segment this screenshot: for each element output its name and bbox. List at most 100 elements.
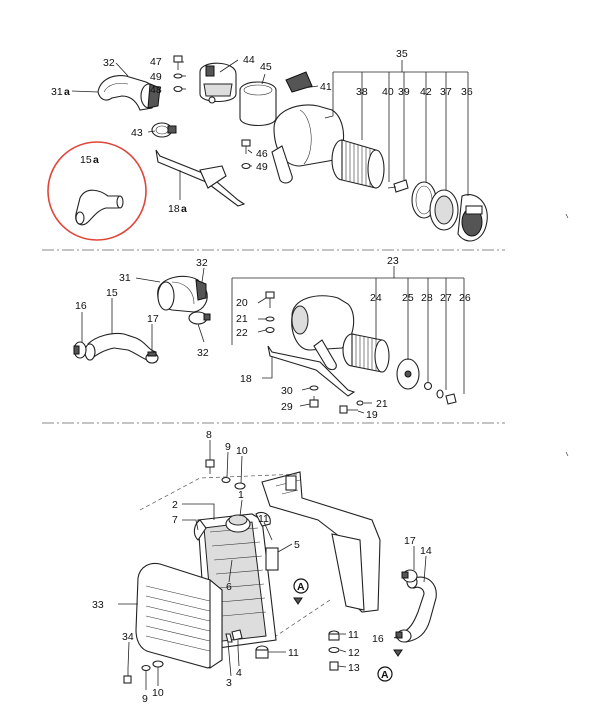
svg-text:A: A bbox=[381, 669, 389, 681]
part-filter-element-24 bbox=[342, 333, 390, 373]
callout-3: 3 bbox=[226, 677, 232, 689]
part-elbow-hose-32 bbox=[97, 75, 161, 111]
callout-10-upper: 10 bbox=[236, 445, 248, 457]
callout-11-center: 11 bbox=[288, 647, 299, 659]
part-clamp-band-45 bbox=[239, 81, 277, 127]
part-rubber-mount-11-center bbox=[255, 645, 269, 659]
callout-31: 31 bbox=[51, 86, 63, 98]
callout-40: 40 bbox=[382, 86, 394, 98]
callout-35: 35 bbox=[396, 48, 408, 60]
part-bolt-8 bbox=[205, 459, 215, 474]
callout-14: 14 bbox=[420, 545, 432, 557]
callout-6: 6 bbox=[226, 581, 232, 593]
callout-5: 5 bbox=[294, 539, 300, 551]
part-washer-27 bbox=[436, 389, 444, 399]
part-elbow-31 bbox=[157, 275, 208, 313]
callout-15-suffix: a bbox=[93, 154, 99, 166]
callout-34: 34 bbox=[122, 631, 134, 643]
part-clamp-17 bbox=[145, 351, 159, 364]
callout-15: 15 bbox=[80, 154, 92, 166]
part-bolt-13 bbox=[329, 661, 339, 671]
part-washer-10-lower bbox=[152, 660, 164, 668]
part-cover-37 bbox=[429, 189, 459, 231]
part-clamp-17-lower bbox=[401, 569, 418, 583]
part-nut-28 bbox=[423, 381, 433, 391]
callout-44: 44 bbox=[243, 54, 255, 66]
callout-20: 20 bbox=[236, 297, 248, 309]
part-front-grille-33 bbox=[135, 562, 223, 670]
callout-37: 37 bbox=[440, 86, 452, 98]
callout-39: 39 bbox=[398, 86, 410, 98]
part-bolt-47-washers bbox=[173, 55, 183, 93]
part-washer-9-upper bbox=[221, 476, 231, 484]
callout-26: 26 bbox=[459, 292, 471, 304]
reference-marker-a-upper: A bbox=[293, 578, 309, 605]
scan-mark-lower bbox=[565, 451, 569, 457]
part-clamp-16 bbox=[73, 341, 87, 359]
callout-38: 38 bbox=[356, 86, 368, 98]
part-washer-30 bbox=[309, 385, 319, 391]
part-bracket-18a bbox=[155, 149, 246, 207]
callout-11-top: 11 bbox=[258, 513, 269, 525]
callout-21-upper: 21 bbox=[236, 313, 248, 325]
part-bolt-46 bbox=[241, 139, 251, 170]
callout-36: 36 bbox=[461, 86, 473, 98]
callout-42: 42 bbox=[420, 86, 432, 98]
callout-32-lower: 32 bbox=[197, 347, 209, 359]
part-label-tag-41 bbox=[285, 71, 313, 93]
part-bracket-18 bbox=[267, 345, 356, 397]
part-air-cleaner-body-b bbox=[291, 295, 355, 371]
part-air-cleaner-body bbox=[271, 104, 345, 184]
callout-30: 30 bbox=[281, 385, 293, 397]
callout-18: 18 bbox=[240, 373, 252, 385]
dash-outline-upper bbox=[139, 473, 301, 511]
part-wing-nut-40 bbox=[387, 179, 409, 193]
callout-29: 29 bbox=[281, 401, 293, 413]
callout-32-upper: 32 bbox=[196, 257, 208, 269]
part-hose-15 bbox=[84, 332, 157, 363]
section-b-air-cleaner-assembly: 32 23 31 15 24 25 28 27 26 20 16 21 17 2… bbox=[73, 255, 471, 421]
part-drain-plug-4 bbox=[231, 629, 243, 648]
callout-21-lower: 21 bbox=[376, 398, 388, 410]
highlight-circle bbox=[47, 141, 147, 241]
callout-18-suffix: a bbox=[181, 203, 187, 215]
part-clamp-16-lower bbox=[395, 629, 412, 643]
callout-47: 47 bbox=[150, 56, 162, 68]
part-hose-15a bbox=[75, 189, 124, 226]
callout-49-upper: 49 bbox=[150, 71, 162, 83]
callout-10-lower: 10 bbox=[152, 687, 164, 699]
svg-text:A: A bbox=[297, 581, 305, 593]
callout-25: 25 bbox=[402, 292, 414, 304]
part-filter-element-38 bbox=[331, 139, 385, 189]
callout-24: 24 bbox=[370, 292, 382, 304]
callout-9-lower: 9 bbox=[142, 693, 148, 705]
callout-13: 13 bbox=[348, 662, 360, 674]
part-bolt-19 bbox=[339, 405, 358, 414]
part-drain-cock-3 bbox=[225, 633, 233, 643]
part-washer-10-upper bbox=[234, 482, 246, 490]
callout-41: 41 bbox=[320, 81, 332, 93]
callout-16: 16 bbox=[75, 300, 87, 312]
part-washer-12 bbox=[328, 646, 340, 654]
callout-1: 1 bbox=[238, 489, 244, 501]
part-cover-25 bbox=[396, 358, 420, 390]
part-radiator-cap-1 bbox=[225, 514, 251, 533]
callout-9-upper: 9 bbox=[225, 441, 231, 453]
section-c-radiator-assembly: A A bbox=[92, 429, 437, 705]
callout-12: 12 bbox=[348, 647, 360, 659]
callout-23: 23 bbox=[387, 255, 399, 267]
callout-17: 17 bbox=[147, 313, 159, 325]
callout-8: 8 bbox=[206, 429, 212, 441]
part-bolt-34 bbox=[123, 668, 132, 684]
part-washer-21-lower bbox=[356, 400, 364, 406]
callout-2: 2 bbox=[172, 499, 178, 511]
part-mounting-band-44 bbox=[199, 62, 237, 104]
part-bolt-20 bbox=[265, 291, 275, 334]
part-cap-36 bbox=[457, 194, 488, 242]
callout-31: 31 bbox=[119, 272, 131, 284]
callout-49-lower: 49 bbox=[256, 161, 268, 173]
callout-46: 46 bbox=[256, 148, 268, 160]
leaders-section-c bbox=[118, 440, 427, 690]
callout-4: 4 bbox=[236, 667, 242, 679]
